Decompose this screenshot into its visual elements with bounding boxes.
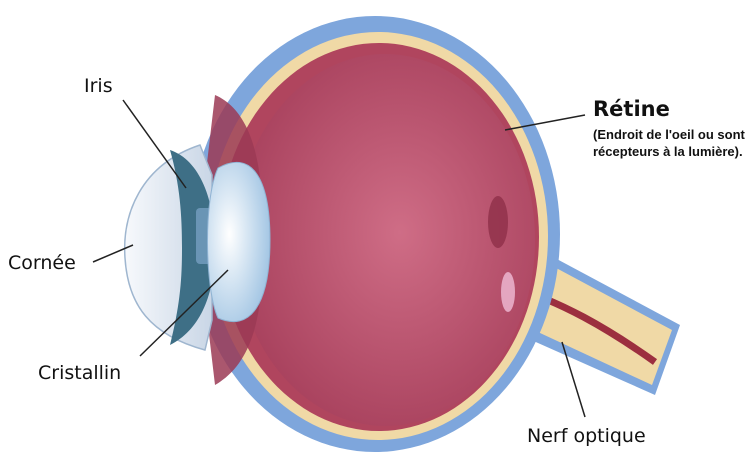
- cornee-label: Cornée: [8, 252, 76, 274]
- vitreous-body: [235, 54, 535, 426]
- fovea: [488, 196, 508, 248]
- blind-spot: [501, 272, 515, 312]
- retine-note: (Endroit de l'oeil ou sont les récepteur…: [593, 126, 745, 160]
- cristallin-label: Cristallin: [38, 362, 121, 384]
- nerf-optique-label: Nerf optique: [527, 425, 646, 447]
- lens: [207, 162, 270, 321]
- iris-label: Iris: [84, 75, 113, 97]
- retine-label: Rétine: [593, 97, 670, 121]
